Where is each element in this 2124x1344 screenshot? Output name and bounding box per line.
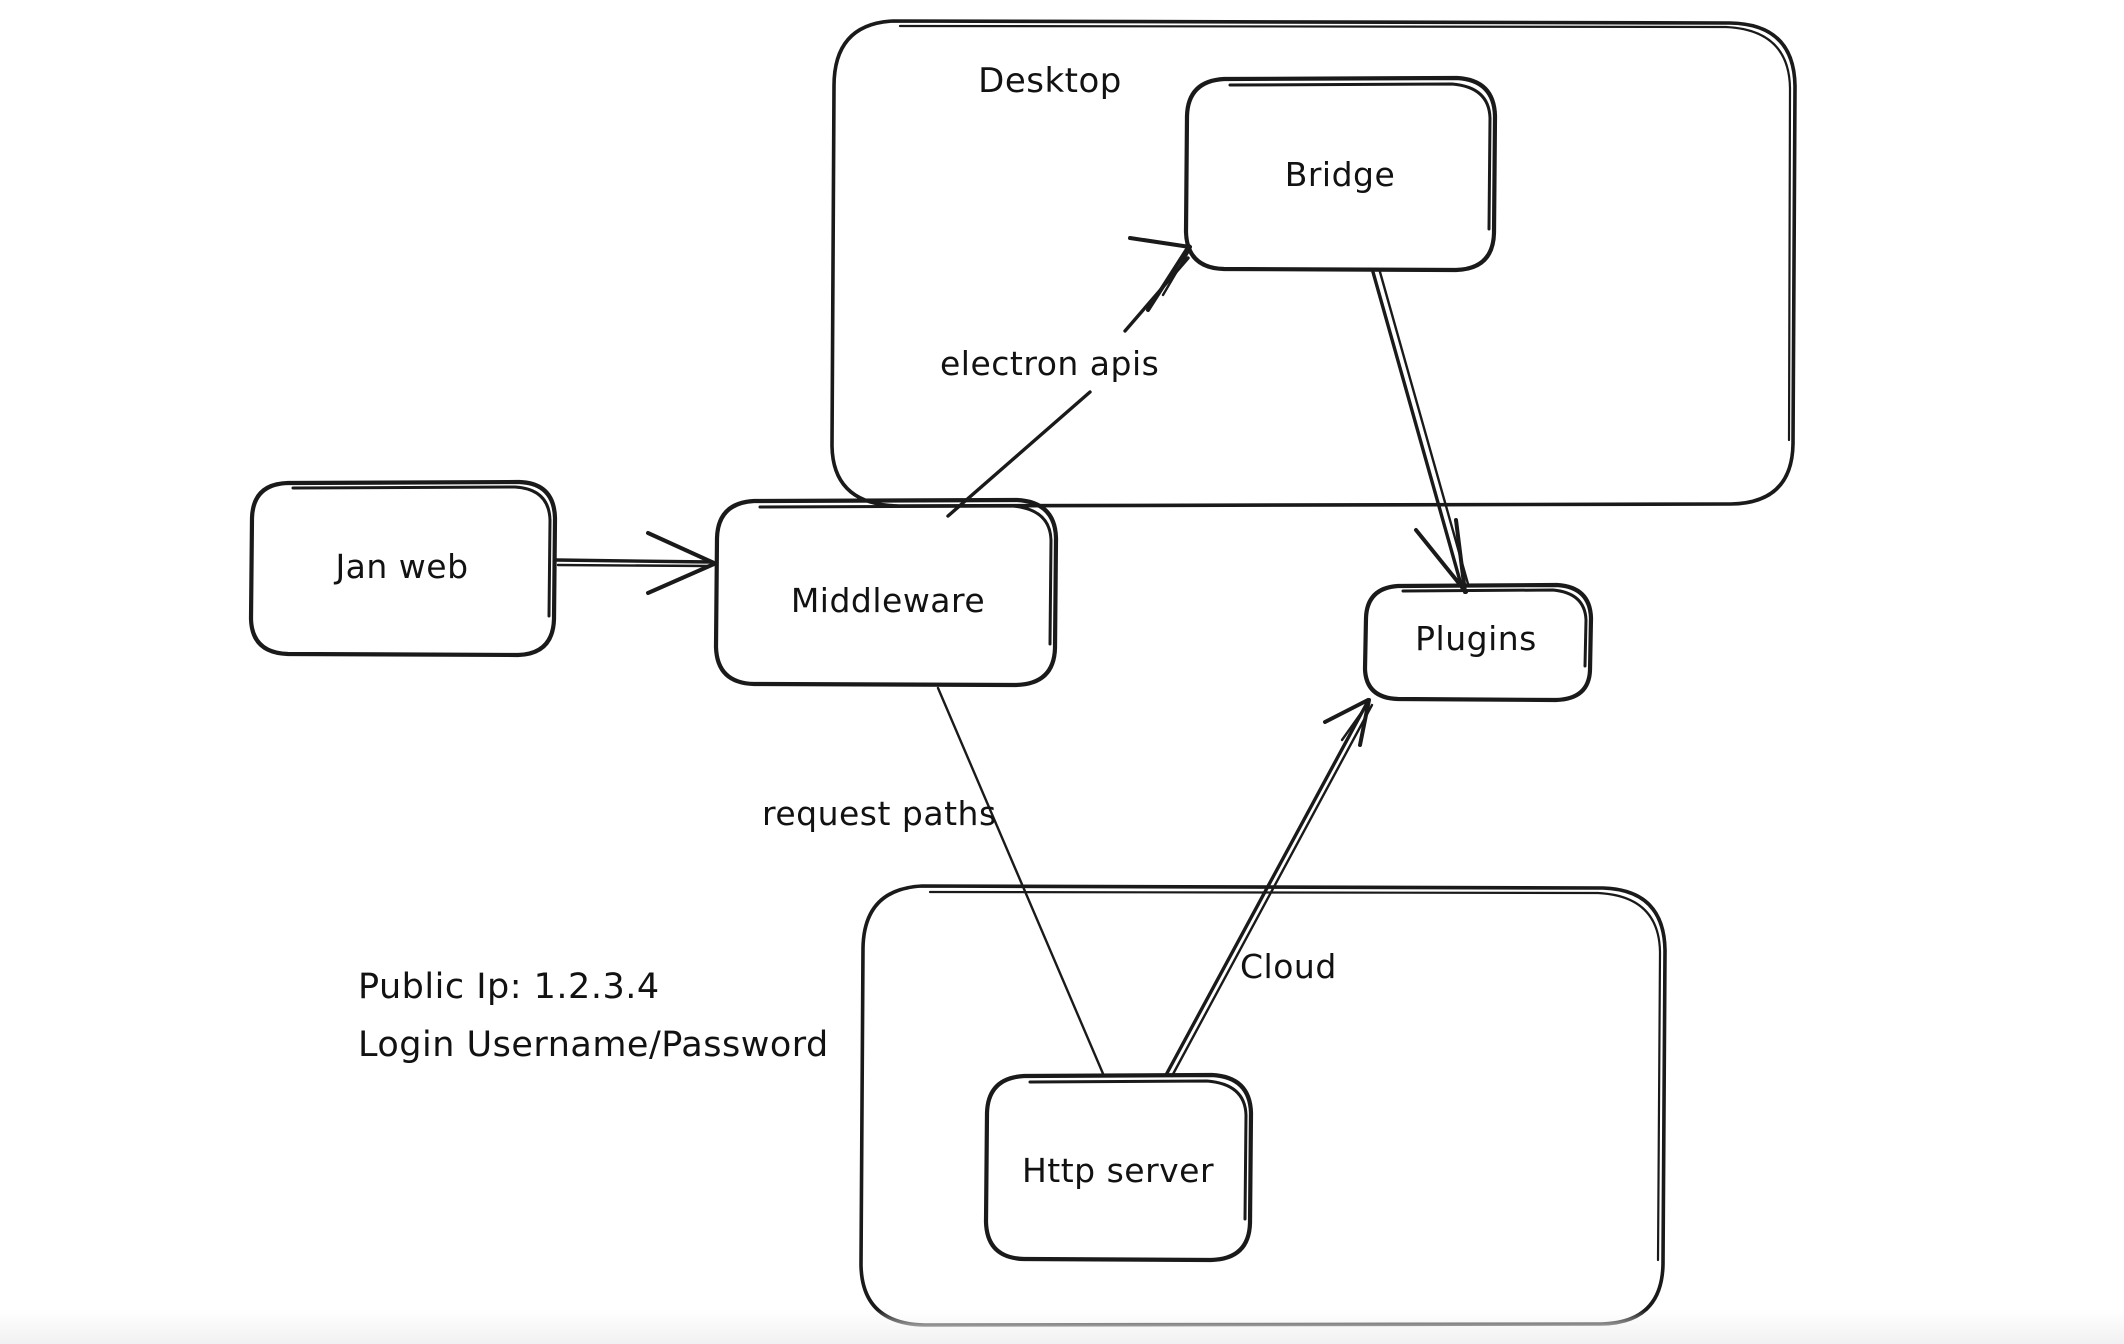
node-bridge-outline-secondary xyxy=(1228,82,1492,231)
edge-label-cloud: Cloud xyxy=(1240,947,1337,986)
note-login-credentials: Login Username/Password xyxy=(358,1025,829,1065)
desktop-container-outline-secondary xyxy=(898,24,1792,442)
edge-line-bridge-plugins-2 xyxy=(1378,270,1470,586)
node-http-server[interactable]: Http server xyxy=(983,1072,1254,1263)
edge-line-janweb-middleware xyxy=(554,558,714,564)
node-jan-web-outline-secondary xyxy=(291,485,552,618)
node-label-bridge: Bridge xyxy=(1285,155,1396,194)
node-http-server-outline xyxy=(983,1072,1254,1263)
note-public-ip: Public Ip: 1.2.3.4 xyxy=(358,967,660,1007)
node-middleware-outline xyxy=(713,497,1059,688)
edge-label-electron-apis: electron apis xyxy=(940,344,1159,383)
node-label-http-server: Http server xyxy=(1022,1151,1214,1190)
arrowhead-httpserver-plugins-b xyxy=(1358,698,1371,747)
edge-janweb-to-middleware[interactable] xyxy=(554,531,716,595)
edge-line-janweb-middleware-2 xyxy=(556,563,712,568)
node-http-server-outline-secondary xyxy=(1028,1079,1248,1221)
arrowhead-janweb-middleware-upper xyxy=(646,531,716,565)
group-desktop[interactable]: Desktop xyxy=(830,19,1797,508)
node-label-middleware: Middleware xyxy=(791,581,985,620)
group-label-desktop: Desktop xyxy=(978,61,1122,101)
node-jan-web[interactable]: Jan web xyxy=(248,479,558,658)
notes-block: Public Ip: 1.2.3.4 Login Username/Passwo… xyxy=(358,967,829,1065)
edge-line-bridge-plugins xyxy=(1371,270,1464,590)
edge-line-middleware-bridge-lower xyxy=(946,390,1092,518)
edge-line-httpserver-plugins xyxy=(1164,701,1369,1077)
node-bridge-outline xyxy=(1183,75,1498,273)
edge-line-httpserver-plugins-2 xyxy=(1170,703,1374,1078)
node-plugins-outline-secondary xyxy=(1401,588,1588,668)
node-label-plugins: Plugins xyxy=(1415,619,1537,658)
desktop-container-outline xyxy=(830,19,1797,508)
node-bridge[interactable]: Bridge xyxy=(1183,75,1498,273)
arrowhead-middleware-bridge-c xyxy=(1161,247,1192,297)
edge-middleware-to-bridge[interactable]: electron apis xyxy=(940,236,1192,518)
node-middleware-outline-secondary xyxy=(758,504,1053,646)
edge-httpserver-to-plugins[interactable]: Cloud xyxy=(1164,698,1374,1078)
cloud-container-outline-secondary xyxy=(928,890,1662,1262)
edge-bridge-to-plugins[interactable] xyxy=(1371,270,1470,594)
arrowhead-httpserver-plugins-a xyxy=(1323,698,1370,724)
node-plugins-outline xyxy=(1362,582,1594,703)
node-jan-web-outline xyxy=(248,479,558,658)
edge-line-middleware-httpserver xyxy=(936,686,1106,1078)
arrowhead-httpserver-plugins-c xyxy=(1340,700,1371,742)
edge-label-request-paths: request paths xyxy=(762,794,997,833)
arrowhead-middleware-bridge-a xyxy=(1146,244,1191,312)
node-middleware[interactable]: Middleware xyxy=(713,497,1059,688)
arrowhead-janweb-middleware-lower xyxy=(646,562,716,595)
arrowhead-bridge-plugins-b xyxy=(1454,518,1467,594)
node-plugins[interactable]: Plugins xyxy=(1362,582,1594,703)
arrowhead-bridge-plugins-a xyxy=(1414,528,1468,594)
node-label-jan-web: Jan web xyxy=(333,547,468,586)
arrowhead-middleware-bridge-b xyxy=(1128,236,1192,249)
edge-middleware-to-httpserver[interactable]: request paths xyxy=(762,686,1106,1078)
